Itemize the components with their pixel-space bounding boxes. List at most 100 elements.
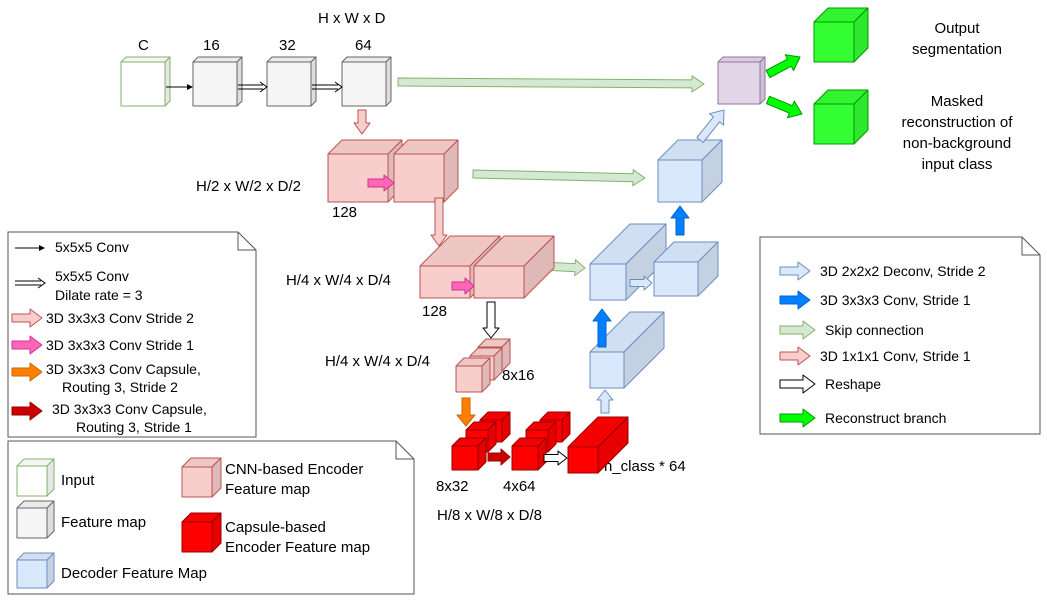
feature-cube-32-top-face [266, 56, 317, 63]
nclass-label: n_class * 64 [604, 458, 686, 475]
legend-decoder-box-fold [1021, 237, 1040, 256]
caps-8x32: 8x32 [436, 478, 469, 495]
legend-cnn-cube [181, 457, 222, 498]
legend-deconv-arrow [779, 261, 811, 281]
dims-quarter: H/4 x W/4 x D/4 [286, 272, 391, 289]
output-reconstruction-cube-front-face [813, 103, 855, 145]
feature-cube-16-front-face [192, 61, 238, 107]
output-segmentation-cube [813, 7, 869, 63]
legend-conv-s2-label: 3D 3x3x3 Conv Stride 2 [46, 310, 194, 326]
legend-maps-box-fold [395, 441, 414, 460]
legend-decoder-cube-side-face [46, 552, 55, 589]
cnn-cube-half-a [327, 139, 403, 203]
caps-stack-front-front-face [455, 365, 483, 393]
decoder-cube-q-a [589, 311, 665, 389]
feature-cube-16-top-face [192, 56, 243, 63]
caps-s2-arrow [456, 397, 476, 427]
legend-cnn-label-line2: Feature map [225, 481, 310, 498]
legend-dilate-label-line2: Dilate rate = 3 [55, 287, 143, 303]
legend-caps-label-line1: Capsule-based [225, 519, 326, 536]
caps-8x16: 8x16 [502, 367, 535, 384]
legend-caps-cube [181, 512, 222, 553]
channel-quarter: 128 [422, 303, 447, 320]
legend-feature-label: Feature map [61, 514, 146, 531]
feature-cube-32-front-face [266, 61, 312, 107]
merge-cube-front-face [717, 61, 761, 105]
cnn-cube-half-b-front-face [393, 153, 445, 203]
caps-8x32-front-front-face [451, 445, 479, 471]
caps-4x64: 4x64 [503, 478, 536, 495]
legend-dilate-arrow-head [37, 277, 46, 289]
legend-conv3-label: 3D 3x3x3 Conv, Stride 1 [820, 292, 971, 308]
decoder-cube-half-front-face [657, 159, 703, 203]
output-rec-line3: non-background [903, 135, 1011, 152]
legend-reconstruct-label: Reconstruct branch [825, 410, 946, 426]
reconstruct-arrow-rec [766, 95, 803, 119]
legend-caps-label-line2: Encoder Feature map [225, 539, 370, 556]
legend-decoder-label: Decoder Feature Map [61, 565, 207, 582]
channel-32: 32 [279, 37, 296, 54]
legend-reshape-label: Reshape [825, 376, 881, 392]
deconv-arrow-1 [596, 389, 614, 414]
conv1-arrow-to-q-c [629, 275, 653, 291]
channel-16: 16 [203, 37, 220, 54]
input-cube-front-face [120, 61, 166, 107]
legend-decoder-cube-front-face [16, 559, 48, 589]
skip-arrow-top [397, 75, 705, 93]
cnn-cube-half-a-front-face [327, 153, 389, 203]
conv3-arrow-1 [592, 308, 612, 348]
legend-skip-label: Skip connection [825, 322, 924, 338]
decoder-cube-q-b-front-face [589, 263, 627, 301]
legend-conv3-arrow [779, 290, 811, 310]
legend-decoder-box [759, 236, 1041, 435]
legend-caps-cube-front-face [181, 521, 213, 553]
channel-half: 128 [332, 204, 357, 221]
legend-input-label: Input [61, 472, 95, 489]
legend-input-cube-front-face [16, 465, 48, 497]
conv-s2-arrow-2 [430, 197, 448, 247]
conv-s2-arrow-1 [353, 109, 371, 135]
merge-cube [717, 56, 766, 105]
cnn-cube-quarter-b [473, 235, 555, 299]
output-rec-line4: input class [922, 156, 993, 173]
reshape-arrow-2 [543, 450, 568, 466]
input-cube [120, 56, 171, 107]
caps-stack-front [455, 357, 491, 393]
conv-s1-arrow-1 [367, 174, 395, 192]
legend-skip-arrow [779, 320, 816, 340]
legend-caps-s2-label-line1: 3D 3x3x3 Conv Capsule, [46, 361, 201, 377]
feature-cube-64-front-face [341, 61, 387, 107]
cnn-cube-quarter-b-front-face [473, 265, 525, 299]
legend-conv1-label: 3D 1x1x1 Conv, Stride 1 [820, 348, 971, 364]
feature-cube-16 [192, 56, 243, 107]
legend-conv-s1-arrow [11, 335, 43, 355]
output-rec-line2: reconstruction of [902, 114, 1014, 131]
feature-cube-32 [266, 56, 317, 107]
dims-full: H x W x D [318, 10, 386, 27]
channel-input: C [138, 37, 149, 54]
decoder-cube-q-c-front-face [653, 261, 699, 297]
legend-caps-s2-label-line2: Routing 3, Stride 2 [62, 379, 178, 395]
dims-eighth: H/8 x W/8 x D/8 [437, 507, 542, 524]
caps-s1-arrow [487, 448, 511, 466]
caps-8x32-front [451, 437, 487, 471]
dilate-arrow-2-head [334, 81, 343, 93]
output-reconstruction-cube [813, 89, 869, 145]
reshape-arrow-1 [482, 301, 500, 339]
caps-4x64-front [511, 437, 547, 471]
merge-cube-side-face [759, 56, 766, 105]
dims-half: H/2 x W/2 x D/2 [196, 178, 301, 195]
reconstruct-arrow-seg [765, 54, 801, 78]
legend-conv-s1-label: 3D 3x3x3 Conv Stride 1 [46, 337, 194, 353]
caps-nclass-block-front-face [567, 446, 599, 474]
legend-cnn-cube-front-face [181, 466, 213, 498]
legend-conv-s2-arrow [11, 308, 43, 328]
input-cube-side-face [164, 56, 171, 107]
legend-feature-cube-front-face [16, 507, 48, 539]
legend-caps-s1-arrow [11, 401, 43, 421]
legend-reconstruct-arrow [779, 408, 816, 428]
dilate-arrow-1-head [259, 81, 268, 93]
channel-64: 64 [355, 37, 372, 54]
